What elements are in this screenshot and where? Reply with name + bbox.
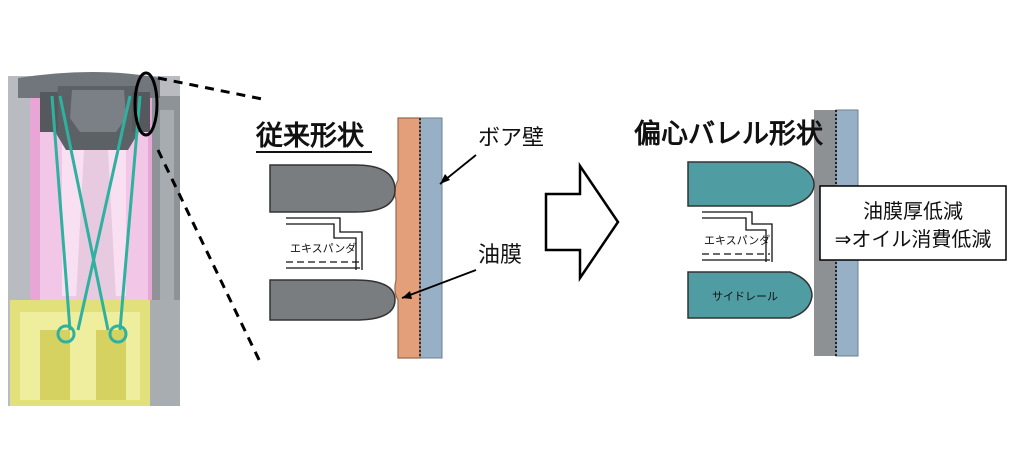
eccentric-barrel-shape-diagram (687, 109, 859, 357)
eccentric-expander-label: エキスパンダ (704, 233, 770, 247)
zoom-line-bottom (156, 149, 264, 367)
conventional-expander-label: エキスパンダ (290, 241, 356, 255)
transition-arrow-icon (544, 161, 620, 283)
conventional-shape-diagram (269, 117, 443, 359)
conventional-title: 従来形状 (255, 121, 365, 152)
engine-cutaway-illustration (8, 71, 180, 406)
benefit-line-1: 油膜厚低減 (863, 199, 963, 223)
benefit-box (819, 185, 1007, 261)
side-rail-label: サイドレール (712, 290, 778, 303)
zoom-line-top (157, 76, 263, 101)
benefit-line-2: ⇒オイル消費低減 (835, 227, 992, 251)
oil-film-label: 油膜 (478, 243, 522, 268)
oil-film-arrow (401, 269, 477, 299)
eccentric-title: 偏心バレル形状 (634, 119, 824, 150)
zoom-highlight-ellipse (133, 71, 159, 137)
bore-wall-label: ボア壁 (478, 126, 544, 151)
